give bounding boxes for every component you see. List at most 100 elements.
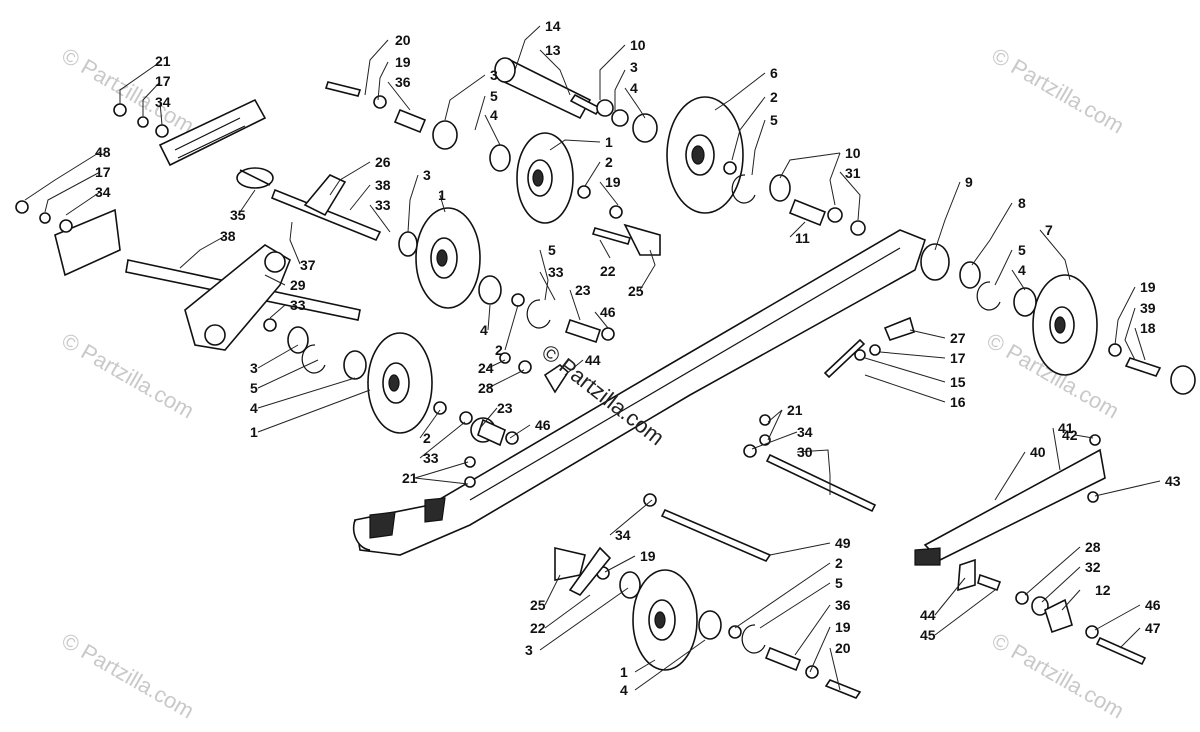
callout-label: 31 bbox=[845, 165, 861, 181]
callout-label: 36 bbox=[835, 597, 851, 613]
callout-label: 4 bbox=[490, 107, 498, 123]
watermark-mid-left: © Partzilla.com bbox=[58, 328, 199, 424]
idler-wheel-upper-left bbox=[398, 207, 551, 329]
callout-label: 3 bbox=[630, 59, 638, 75]
callout-label: 43 bbox=[1165, 473, 1181, 489]
callout-label: 1 bbox=[438, 187, 446, 203]
callout-label: 30 bbox=[797, 444, 813, 460]
idler-wheel-lower-left bbox=[263, 318, 473, 434]
callout-label: 6 bbox=[770, 65, 778, 81]
callout-label: 26 bbox=[375, 154, 391, 170]
callout-label: 17 bbox=[155, 73, 171, 89]
callout-label: 21 bbox=[402, 470, 418, 486]
callout-label: 48 bbox=[95, 144, 111, 160]
right-arm bbox=[914, 434, 1106, 566]
callout-label: 46 bbox=[1145, 597, 1161, 613]
callout-label: 25 bbox=[628, 283, 644, 299]
callout-label: 29 bbox=[290, 277, 306, 293]
callout-label: 9 bbox=[965, 174, 973, 190]
callout-label: 2 bbox=[423, 430, 431, 446]
watermark-top-right: © Partzilla.com bbox=[988, 43, 1129, 139]
callout-label: 34 bbox=[797, 424, 813, 440]
callout-label: 35 bbox=[230, 207, 246, 223]
callout-label: 24 bbox=[478, 360, 494, 376]
callout-label: 33 bbox=[375, 197, 391, 213]
upper-shaft-assembly bbox=[236, 167, 382, 242]
callout-label: 4 bbox=[480, 322, 488, 338]
upper-left-rail bbox=[54, 98, 267, 277]
through-bolts bbox=[568, 227, 877, 597]
callout-label: 38 bbox=[220, 228, 236, 244]
callout-label: 19 bbox=[835, 619, 851, 635]
callout-label: 39 bbox=[1140, 300, 1156, 316]
callout-label: 1 bbox=[620, 664, 628, 680]
callout-label: 2 bbox=[605, 154, 613, 170]
callout-label: 14 bbox=[545, 18, 561, 34]
callout-label: 22 bbox=[600, 263, 616, 279]
callout-label: 5 bbox=[490, 88, 498, 104]
callout-label: 4 bbox=[620, 682, 628, 698]
callout-label: 19 bbox=[640, 548, 656, 564]
callout-label: 47 bbox=[1145, 620, 1161, 636]
callout-label: 2 bbox=[495, 342, 503, 358]
callout-label: 44 bbox=[585, 352, 601, 368]
center-hardware bbox=[464, 316, 915, 507]
callout-label: 8 bbox=[1018, 195, 1026, 211]
callout-label: 5 bbox=[250, 380, 258, 396]
callout-label: 19 bbox=[605, 174, 621, 190]
watermark-top-left: © Partzilla.com bbox=[58, 43, 199, 139]
callout-label: 41 bbox=[1058, 420, 1074, 436]
callout-label: 46 bbox=[535, 417, 551, 433]
callout-label: 20 bbox=[835, 640, 851, 656]
spacer-group-upper-right bbox=[723, 161, 866, 236]
callout-label: 21 bbox=[787, 402, 803, 418]
callout-label: 15 bbox=[950, 374, 966, 390]
bracket-upper bbox=[623, 223, 661, 256]
callout-label: 40 bbox=[1030, 444, 1046, 460]
callout-label: 23 bbox=[497, 400, 513, 416]
callout-label: 5 bbox=[1018, 242, 1026, 258]
callout-label: 28 bbox=[478, 380, 494, 396]
callout-label: 17 bbox=[95, 164, 111, 180]
callout-label: 13 bbox=[545, 42, 561, 58]
callout-label: 23 bbox=[575, 282, 591, 298]
callout-label: 5 bbox=[770, 112, 778, 128]
callout-label: 36 bbox=[395, 74, 411, 90]
bracket-lower bbox=[554, 546, 586, 581]
callout-label: 27 bbox=[950, 330, 966, 346]
callout-label: 16 bbox=[950, 394, 966, 410]
callout-label: 10 bbox=[845, 145, 861, 161]
callout-label: 49 bbox=[835, 535, 851, 551]
callout-label: 5 bbox=[835, 575, 843, 591]
callout-label: 42 bbox=[1062, 427, 1078, 443]
callout-label: 34 bbox=[155, 94, 171, 110]
callout-label: 22 bbox=[530, 620, 546, 636]
callout-label: 2 bbox=[835, 555, 843, 571]
callout-label: 19 bbox=[1140, 279, 1156, 295]
shaft-and-arm-assembly bbox=[125, 244, 361, 351]
callout-label: 46 bbox=[600, 304, 616, 320]
callout-label: 37 bbox=[300, 257, 316, 273]
callout-label: 3 bbox=[250, 360, 258, 376]
callout-label: 4 bbox=[1018, 262, 1026, 278]
callout-label: 3 bbox=[423, 167, 431, 183]
watermark-bottom-left: © Partzilla.com bbox=[58, 628, 199, 724]
callout-label: 1 bbox=[250, 424, 258, 440]
idler-wheel-top-center bbox=[489, 132, 623, 224]
small-hardware-left bbox=[15, 103, 169, 233]
callout-label: 10 bbox=[630, 37, 646, 53]
leader-lines bbox=[24, 25, 1161, 691]
callout-label: 18 bbox=[1140, 320, 1156, 336]
callout-label: 3 bbox=[525, 642, 533, 658]
callout-label: 17 bbox=[950, 350, 966, 366]
callout-label: 11 bbox=[795, 230, 810, 246]
callout-label: 1 bbox=[605, 134, 613, 150]
callout-label: 34 bbox=[615, 527, 631, 543]
idler-wheel-right bbox=[920, 243, 1196, 395]
callout-label: 33 bbox=[423, 450, 439, 466]
callout-label: 2 bbox=[770, 89, 778, 105]
callout-label: 44 bbox=[920, 607, 936, 623]
callout-label: 21 bbox=[155, 53, 171, 69]
